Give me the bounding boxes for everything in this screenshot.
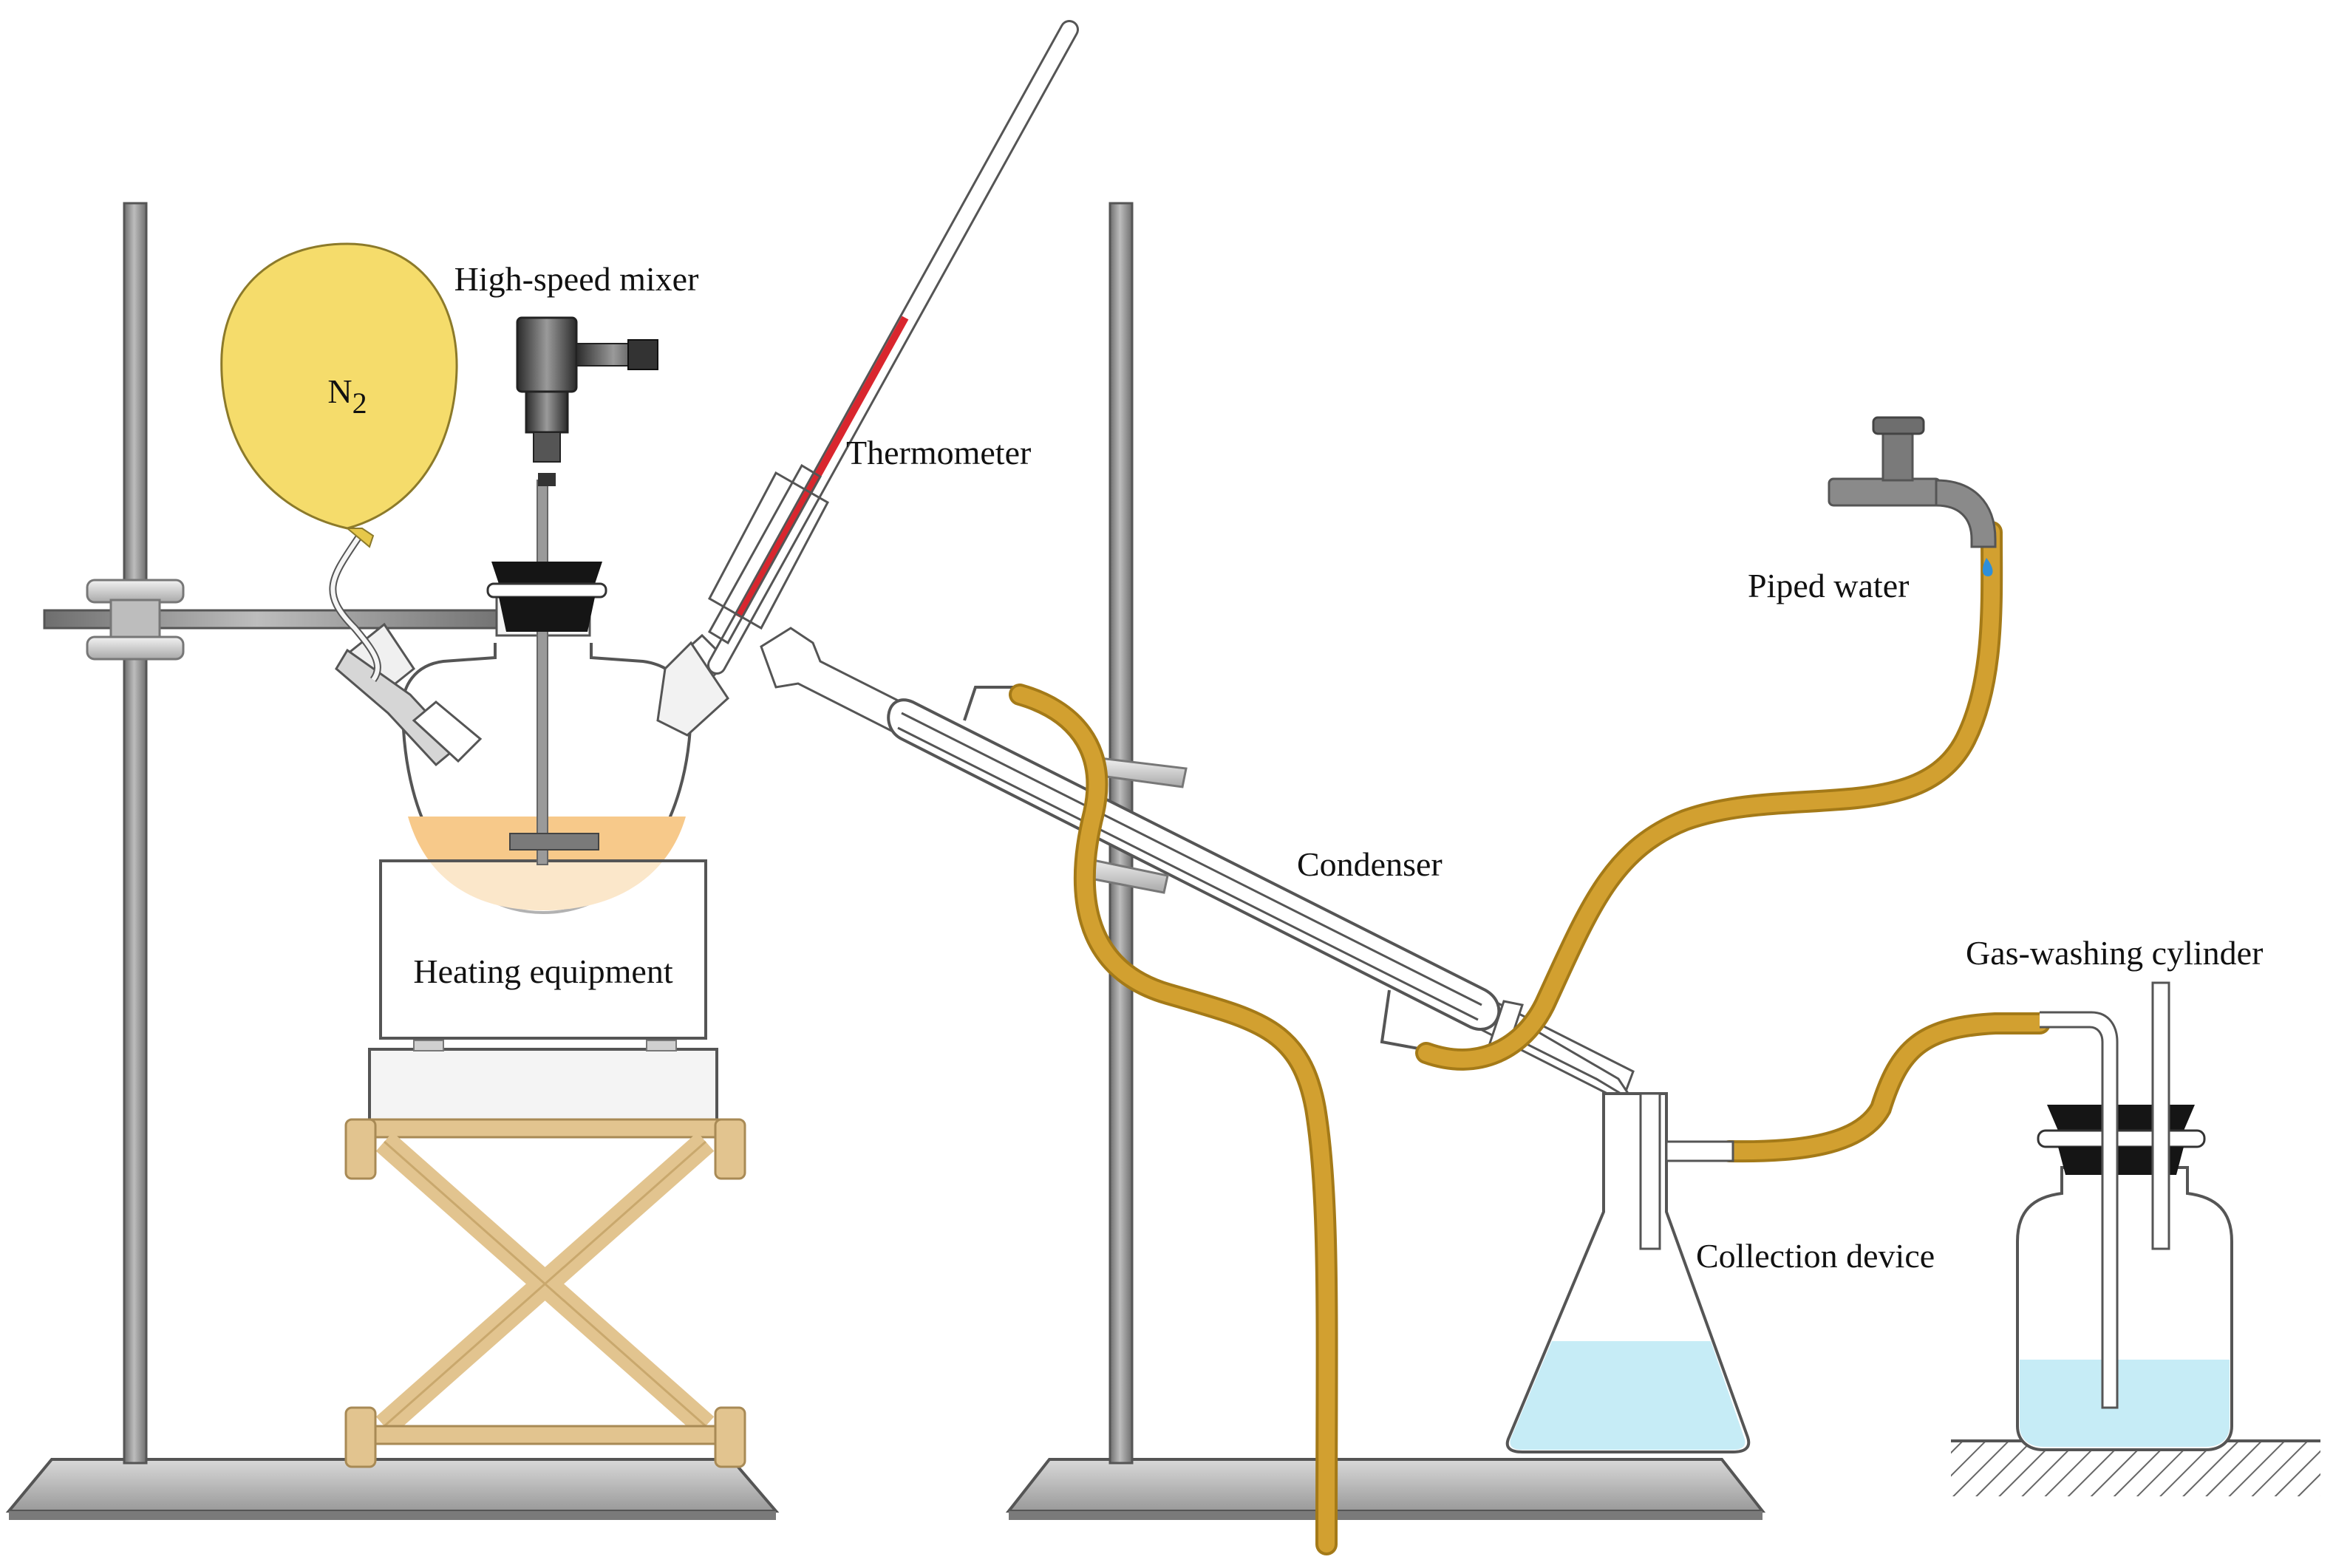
left-iron-stand [5, 202, 780, 1520]
balloon-label-subscript: 2 [352, 386, 367, 420]
center-iron-stand [1005, 202, 1766, 1520]
gas-washing-cylinder: Gas-washing cylinder [1951, 934, 2320, 1496]
mixer-label: High-speed mixer [454, 260, 699, 298]
thermometer-liquid [735, 316, 909, 619]
balloon-label-main: N [327, 372, 352, 410]
flask-right-neck [656, 633, 730, 737]
left-stand-base [5, 1458, 780, 1513]
heating-equipment: Heating equipment [379, 859, 707, 1040]
water-tap: Piped water [1748, 416, 1997, 604]
drain-tube [1012, 686, 1335, 1552]
center-stand-base [1005, 1458, 1766, 1513]
tap-handle [1872, 416, 1925, 435]
heating-mantle [379, 859, 707, 1040]
balloon-body [220, 242, 458, 530]
gas-inlet-adapter [335, 648, 460, 767]
piped-water-label: Piped water [1748, 567, 1909, 604]
left-stand-rod [123, 202, 148, 1465]
gas-washing-label: Gas-washing cylinder [1966, 934, 2263, 972]
heating-equipment-label: Heating equipment [413, 952, 673, 990]
thermometer-label: Thermometer [846, 434, 1031, 471]
condenser-label: Condenser [1297, 845, 1443, 883]
left-boss-clamp [109, 599, 161, 641]
thermometer: Thermometer [707, 20, 1079, 675]
lab-jack-platform [368, 1048, 718, 1128]
center-clamps [1074, 756, 1188, 894]
water-drop-icon [1982, 558, 1993, 576]
stirring-rod [537, 480, 548, 865]
lab-jack [344, 1040, 746, 1468]
collection-device-label: Collection device [1696, 1237, 1935, 1275]
flask-stopper [486, 562, 607, 632]
water-inlet-tube [1418, 524, 2000, 1068]
gas-outlet-tube [1721, 1015, 2048, 1160]
flask-left-neck [335, 622, 483, 767]
nitrogen-balloon: N2 [220, 242, 458, 682]
washing-liquid [2020, 1360, 2230, 1447]
condenser: Condenser [760, 627, 1635, 1103]
mixer-motor [516, 316, 578, 393]
collected-liquid [1510, 1341, 1746, 1450]
collection-flask: Collection device [1505, 1092, 1935, 1453]
stirring-paddle [509, 833, 599, 851]
balloon-label: N2 [327, 372, 367, 420]
rubber-tubing [1009, 521, 2051, 1555]
